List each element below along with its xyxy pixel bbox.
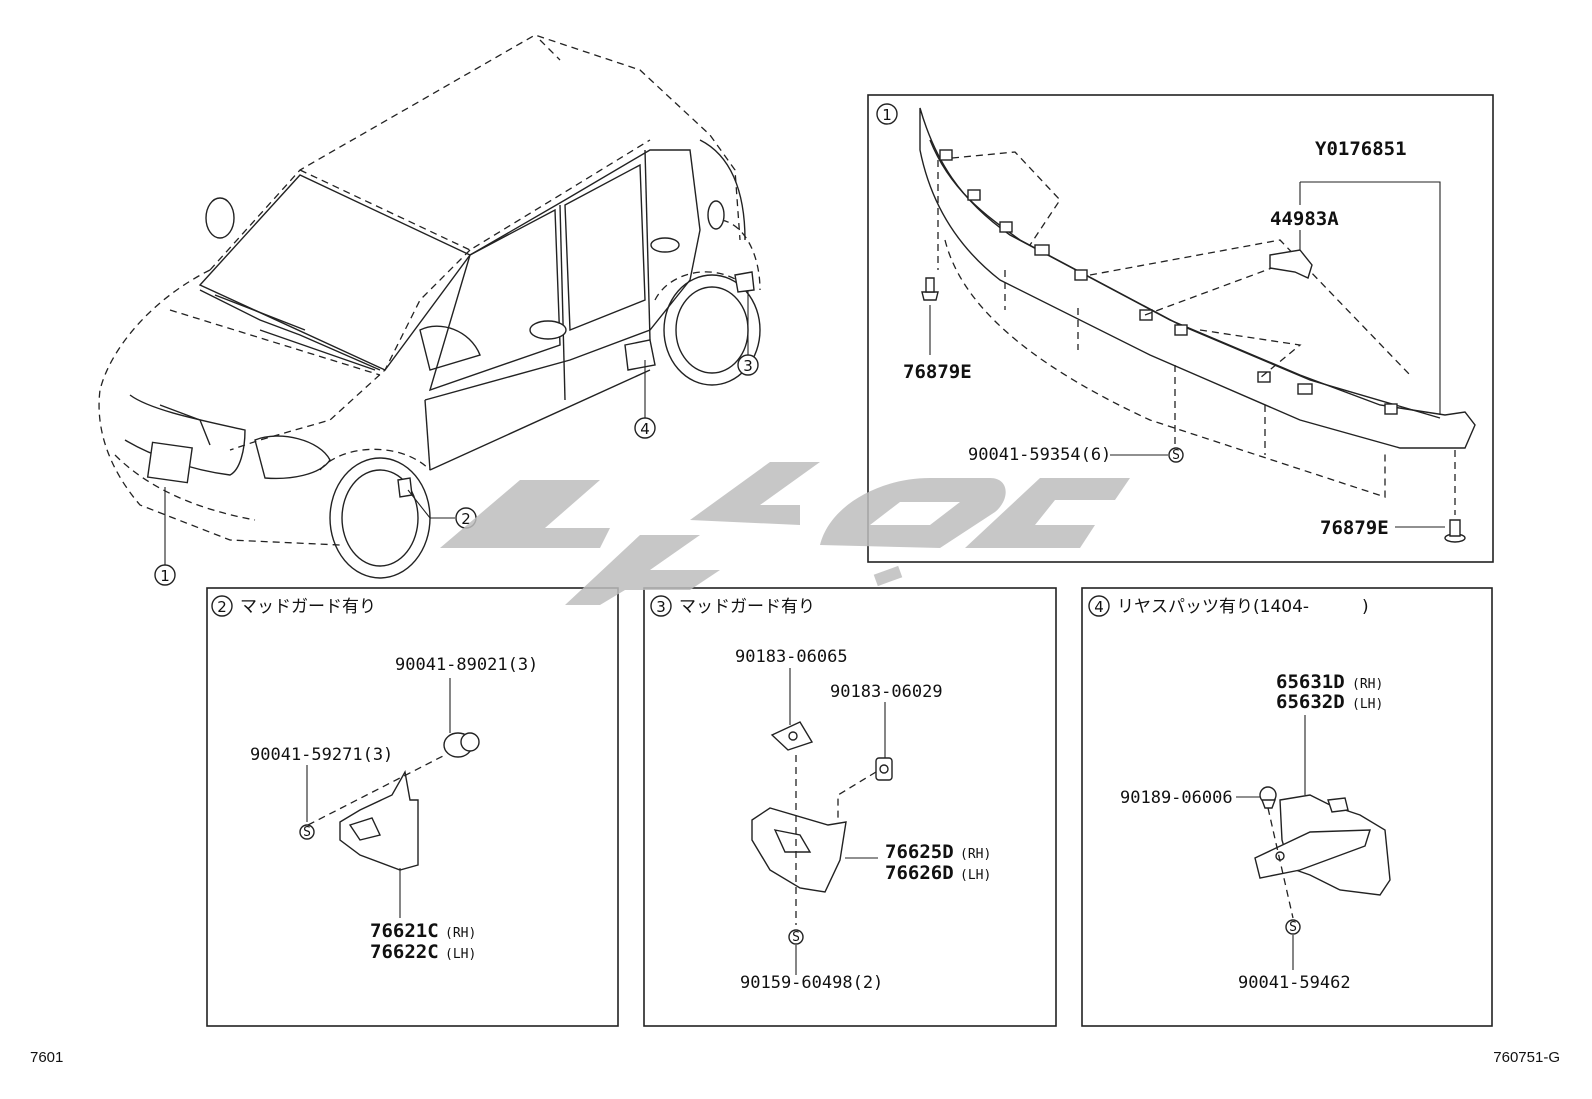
- callout-3: 3: [737, 354, 759, 376]
- label-90159-60498: 90159-60498(2): [740, 973, 883, 993]
- watermark-logo: [440, 462, 1130, 605]
- panel-2-number: 2: [211, 595, 233, 617]
- clip-76879e-right: [1444, 519, 1466, 543]
- clip-76879e-left: [921, 277, 939, 301]
- label-76625d: 76625D: [885, 841, 954, 863]
- label-90189-06006: 90189-06006: [1120, 788, 1233, 808]
- label-90183-06029: 90183-06029: [830, 682, 943, 702]
- label-76625d-rh: (RH): [960, 847, 991, 862]
- panel-2-frame: [206, 587, 619, 1027]
- callout-4: 4: [634, 417, 656, 439]
- label-76622c-lh: (LH): [445, 947, 476, 962]
- label-90041-89021: 90041-89021(3): [395, 655, 538, 675]
- label-76621c: 76621C: [370, 920, 439, 942]
- screw-symbol-p4: S: [1285, 919, 1301, 935]
- label-44983a: 44983A: [1270, 208, 1339, 230]
- clip-90041-89021: [443, 732, 480, 758]
- bracket-44983a: [1269, 249, 1313, 279]
- svg-text:2: 2: [461, 510, 471, 528]
- svg-text:3: 3: [656, 598, 666, 616]
- label-90183-06065: 90183-06065: [735, 647, 848, 667]
- footer-right-code: 760751-G: [1493, 1049, 1560, 1066]
- mud-guard-76625d: [751, 807, 847, 893]
- svg-text:2: 2: [217, 598, 227, 616]
- screw-symbol-p1: S: [1168, 447, 1184, 463]
- label-90041-59271: 90041-59271(3): [250, 745, 393, 765]
- svg-text:S: S: [303, 825, 311, 840]
- screw-symbol-p3: S: [788, 929, 804, 945]
- svg-text:1: 1: [882, 106, 892, 124]
- nut-90183-06065: [770, 721, 814, 751]
- label-76626d: 76626D: [885, 862, 954, 884]
- callout-1: 1: [154, 564, 176, 586]
- svg-text:4: 4: [1094, 598, 1104, 616]
- label-65631d-rh: (RH): [1352, 677, 1383, 692]
- panel-4-frame: [1081, 587, 1493, 1027]
- car-overview: [98, 34, 761, 579]
- rear-spats-65631d: [1254, 794, 1391, 896]
- panel-4-title-end: ): [1362, 597, 1369, 617]
- panel-2-title: マッドガード有り: [240, 597, 376, 617]
- label-90041-59462: 90041-59462: [1238, 973, 1351, 993]
- label-65632d: 65632D: [1276, 691, 1345, 713]
- label-76621c-rh: (RH): [445, 926, 476, 941]
- panel-3-frame: [643, 587, 1057, 1027]
- svg-text:3: 3: [743, 357, 753, 375]
- label-65632d-lh: (LH): [1352, 697, 1383, 712]
- label-76879e-left: 76879E: [903, 361, 972, 383]
- label-65631d: 65631D: [1276, 671, 1345, 693]
- svg-text:S: S: [1289, 920, 1297, 935]
- label-76622c: 76622C: [370, 941, 439, 963]
- svg-text:4: 4: [640, 420, 650, 438]
- panel-4-number: 4: [1088, 595, 1110, 617]
- panel-4-title: リヤスパッツ有り(1404-: [1117, 597, 1309, 617]
- svg-text:1: 1: [160, 567, 170, 585]
- panel-3-title: マッドガード有り: [679, 597, 815, 617]
- label-76879e-right: 76879E: [1320, 517, 1389, 539]
- svg-text:S: S: [792, 930, 800, 945]
- panel-3-number: 3: [650, 595, 672, 617]
- panel-1-number: 1: [876, 103, 898, 125]
- screw-symbol-p2: S: [299, 824, 315, 840]
- label-76626d-lh: (LH): [960, 868, 991, 883]
- svg-text:S: S: [1172, 448, 1180, 463]
- nut-90183-06029: [875, 757, 893, 781]
- mud-guard-76621c: [339, 769, 419, 871]
- panel-1-frame: [867, 94, 1494, 563]
- footer-left-code: 7601: [30, 1049, 63, 1066]
- label-y0176851: Y0176851: [1315, 138, 1407, 160]
- label-90041-59354: 90041-59354(6): [968, 445, 1111, 465]
- clip-90189-06006: [1259, 786, 1277, 809]
